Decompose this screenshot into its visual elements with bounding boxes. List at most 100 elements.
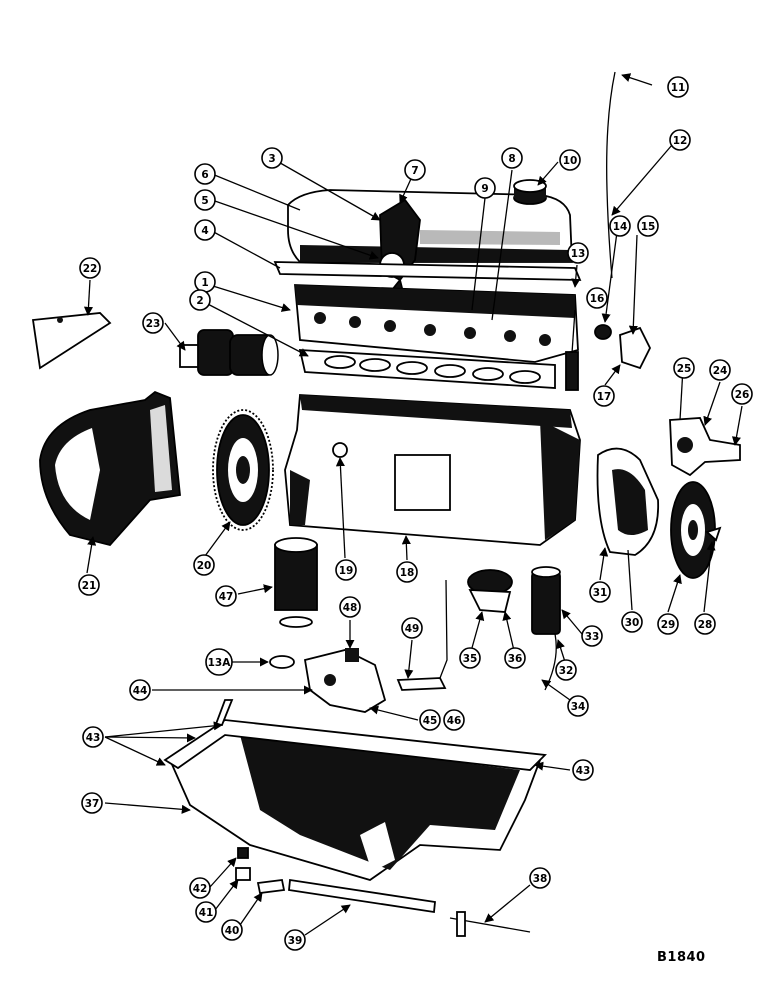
callout-7: 7: [404, 159, 426, 181]
svg-text:13: 13: [571, 248, 586, 260]
svg-text:38: 38: [533, 873, 548, 885]
callout-5: 5: [194, 189, 216, 211]
svg-text:28: 28: [698, 619, 713, 631]
leader-lines: [83, 73, 743, 936]
bracket-hole: [57, 317, 63, 323]
callout-42: 42: [189, 877, 211, 899]
callout-20: 20: [193, 554, 215, 576]
callout-2: 2: [189, 289, 211, 311]
callout-13: 13: [567, 242, 589, 264]
svg-text:8: 8: [508, 153, 515, 165]
svg-text:11: 11: [671, 82, 686, 94]
water-pump-part: [669, 417, 741, 477]
callout-3: 3: [261, 147, 283, 169]
svg-text:7: 7: [411, 165, 418, 177]
callout-30: 30: [621, 611, 643, 633]
callout-19: 19: [335, 559, 357, 581]
cover-gasket-part: [273, 261, 582, 281]
svg-text:24: 24: [713, 365, 728, 377]
callout-4: 4: [194, 219, 216, 241]
parts-illustration: [31, 71, 741, 937]
svg-text:41: 41: [199, 907, 214, 919]
oil-pump-part: [269, 648, 387, 713]
callout-40: 40: [221, 919, 243, 941]
svg-text:18: 18: [400, 567, 415, 579]
svg-text:47: 47: [219, 591, 234, 603]
svg-text:46: 46: [447, 715, 462, 727]
callout-41: 41: [195, 901, 217, 923]
svg-text:48: 48: [343, 602, 358, 614]
svg-text:10: 10: [563, 155, 578, 167]
head-gasket-part: [298, 349, 556, 389]
callout-9: 9: [474, 177, 496, 199]
engine-block-part: [284, 394, 581, 546]
timing-cover-part: [596, 447, 660, 556]
breather-hose-part: [256, 879, 286, 894]
plug-tube-part: [565, 351, 579, 391]
bracket-part: [31, 312, 112, 370]
flywheel-part: [212, 409, 274, 531]
callout-8: 8: [501, 147, 523, 169]
callout-10: 10: [559, 149, 581, 171]
svg-text:40: 40: [225, 925, 240, 937]
svg-text:12: 12: [673, 135, 688, 147]
callout-37: 37: [81, 792, 103, 814]
callout-45: 45: [419, 709, 441, 731]
svg-text:1: 1: [201, 277, 208, 289]
callout-15: 15: [637, 215, 659, 237]
callout-49: 49: [401, 617, 423, 639]
crank-pulley-part: [670, 481, 716, 579]
starter-motor-part: [179, 329, 279, 376]
callouts: 1 2 3 4 5 6 7 8 9 10 11 12 13 13A 14 15 …: [78, 76, 753, 951]
svg-text:44: 44: [133, 685, 148, 697]
svg-text:33: 33: [585, 631, 600, 643]
callout-1: 1: [194, 271, 216, 293]
callout-29: 29: [657, 613, 679, 635]
callout-33: 33: [581, 625, 603, 647]
svg-text:25: 25: [677, 363, 692, 375]
callout-31: 31: [589, 581, 611, 603]
svg-text:32: 32: [559, 665, 574, 677]
callout-32: 32: [555, 659, 577, 681]
svg-text:20: 20: [197, 560, 212, 572]
callout-38: 38: [529, 867, 551, 889]
callout-21: 21: [78, 574, 100, 596]
svg-text:31: 31: [593, 587, 608, 599]
callout-14: 14: [609, 215, 631, 237]
bell-housing-part: [39, 390, 181, 547]
callout-11: 11: [667, 76, 689, 98]
callout-17: 17: [593, 385, 615, 407]
svg-text:35: 35: [463, 653, 478, 665]
fuel-pump-part: [467, 569, 513, 613]
callout-25: 25: [673, 357, 695, 379]
tube-bracket-part: [449, 911, 531, 937]
callout-43-right: 43: [572, 759, 594, 781]
svg-text:4: 4: [201, 225, 208, 237]
svg-text:22: 22: [83, 263, 98, 275]
svg-text:34: 34: [571, 701, 586, 713]
svg-text:6: 6: [201, 169, 208, 181]
svg-text:9: 9: [481, 183, 488, 195]
svg-text:23: 23: [146, 318, 161, 330]
callout-13a: 13A: [205, 648, 233, 676]
svg-text:3: 3: [268, 153, 275, 165]
thermostat-housing-part: [619, 326, 652, 370]
callout-6: 6: [194, 163, 216, 185]
callout-18: 18: [396, 561, 418, 583]
oil-filter-part: [274, 537, 318, 628]
svg-text:13A: 13A: [208, 657, 232, 669]
drawing-code: B1840: [657, 950, 706, 965]
callout-48: 48: [339, 596, 361, 618]
callout-35: 35: [459, 647, 481, 669]
callout-43-left: 43: [82, 726, 104, 748]
svg-text:29: 29: [661, 619, 676, 631]
callout-46: 46: [443, 709, 465, 731]
svg-text:45: 45: [423, 715, 438, 727]
cylinder-head-part: [294, 284, 579, 363]
svg-text:42: 42: [193, 883, 208, 895]
oil-pickup-part: [396, 677, 447, 691]
ignition-coil-part: [531, 566, 561, 691]
svg-text:16: 16: [590, 293, 605, 305]
svg-text:49: 49: [405, 623, 420, 635]
